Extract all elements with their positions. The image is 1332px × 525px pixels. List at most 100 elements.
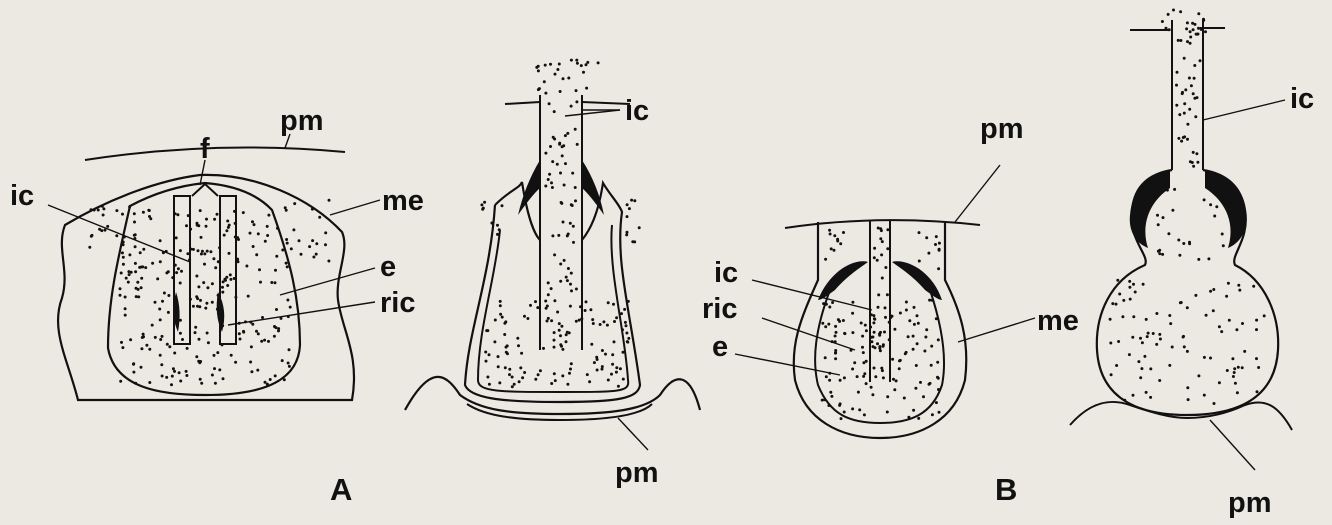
stipple-dot <box>873 331 876 334</box>
stipple-dot <box>1183 112 1186 115</box>
stipple-dot <box>633 199 636 202</box>
stipple-dot <box>179 332 182 335</box>
stipple-dot <box>829 391 832 394</box>
stipple-dot <box>250 370 253 373</box>
label-ic: ic <box>714 257 738 289</box>
stipple-dot <box>171 276 174 279</box>
stipple-dot <box>159 338 162 341</box>
stipple-dot <box>119 287 122 290</box>
stipple-dot <box>570 289 573 292</box>
stipple-dot <box>520 352 523 355</box>
stipple-dot <box>121 251 124 254</box>
stipple-dot <box>206 286 209 289</box>
stipple-dot <box>882 345 885 348</box>
stipple-dot <box>219 312 222 315</box>
stipple-dot <box>119 380 122 383</box>
stipple-dot <box>1192 92 1195 95</box>
stipple-dot <box>196 305 199 308</box>
stipple-dot <box>275 255 278 258</box>
stipple-dot <box>142 248 145 251</box>
stipple-dot <box>1158 333 1161 336</box>
stipple-dot <box>128 273 131 276</box>
stipple-dot <box>1178 254 1181 257</box>
stipple-dot <box>563 184 566 187</box>
stipple-dot <box>516 337 519 340</box>
stipple-dot <box>90 208 93 211</box>
label-ric: ric <box>380 287 415 319</box>
stipple-dot <box>827 323 830 326</box>
stipple-dot <box>833 234 836 237</box>
stipple-dot <box>213 367 216 370</box>
stipple-dot <box>607 379 610 382</box>
stipple-dot <box>508 368 511 371</box>
stipple-dot <box>496 233 499 236</box>
stipple-dot <box>538 87 541 90</box>
stipple-dot <box>1156 214 1159 217</box>
stipple-dot <box>194 331 197 334</box>
stipple-dot <box>876 342 879 345</box>
stipple-dot <box>1212 288 1215 291</box>
stipple-dot <box>173 370 176 373</box>
stipple-dot <box>174 264 177 267</box>
stipple-dot <box>570 59 573 62</box>
stipple-dot <box>1176 71 1179 74</box>
stipple-dot <box>592 322 595 325</box>
stipple-dot <box>311 208 314 211</box>
stipple-dot <box>559 334 562 337</box>
stipple-dot <box>620 312 623 315</box>
stipple-dot <box>249 361 252 364</box>
stipple-dot <box>1152 332 1155 335</box>
stipple-dot <box>133 234 136 237</box>
stipple-dot <box>565 333 568 336</box>
stipple-dot <box>480 203 483 206</box>
stipple-dot <box>917 322 920 325</box>
stipple-dot <box>1194 294 1197 297</box>
stipple-dot <box>128 205 131 208</box>
stipple-dot <box>601 349 604 352</box>
stipple-dot <box>876 259 879 262</box>
stipple-dot <box>125 277 128 280</box>
stipple-dot <box>893 328 896 331</box>
stipple-dot <box>903 397 906 400</box>
stipple-dot <box>242 211 245 214</box>
stipple-dot <box>1234 382 1237 385</box>
stipple-dot <box>267 340 270 343</box>
stipple-dot <box>171 375 174 378</box>
stipple-dot <box>564 162 567 165</box>
stipple-dot <box>217 260 220 263</box>
stipple-dot <box>610 373 613 376</box>
stipple-dot <box>1231 357 1234 360</box>
stipple-dot <box>122 256 125 259</box>
stipple-dot <box>536 306 539 309</box>
stipple-dot <box>830 395 833 398</box>
stipple-dot <box>842 319 845 322</box>
label-ic: ic <box>625 95 649 127</box>
stipple-dot <box>499 300 502 303</box>
label-e: e <box>712 331 728 363</box>
stipple-dot <box>824 356 827 359</box>
stipple-dot <box>273 335 276 338</box>
stipple-dot <box>205 225 208 228</box>
stipple-dot <box>133 212 136 215</box>
stipple-dot <box>1187 398 1190 401</box>
stipple-dot <box>161 300 164 303</box>
stipple-dot <box>1255 328 1258 331</box>
stipple-dot <box>1143 355 1146 358</box>
stipple-dot <box>293 202 296 205</box>
stipple-dot <box>204 307 207 310</box>
stipple-dot <box>931 299 934 302</box>
stipple-dot <box>185 370 188 373</box>
stipple-dot <box>176 213 179 216</box>
stipple-dot <box>521 376 524 379</box>
stipple-dot <box>217 294 220 297</box>
stipple-dot <box>1123 399 1126 402</box>
stipple-dot <box>266 234 269 237</box>
stipple-dot <box>891 358 894 361</box>
stipple-dot <box>203 263 206 266</box>
stipple-dot <box>584 309 587 312</box>
stipple-dot <box>1212 309 1215 312</box>
stipple-dot <box>886 411 889 414</box>
stipple-dot <box>1209 203 1212 206</box>
stipple-dot <box>561 145 564 148</box>
stipple-dot <box>851 301 854 304</box>
